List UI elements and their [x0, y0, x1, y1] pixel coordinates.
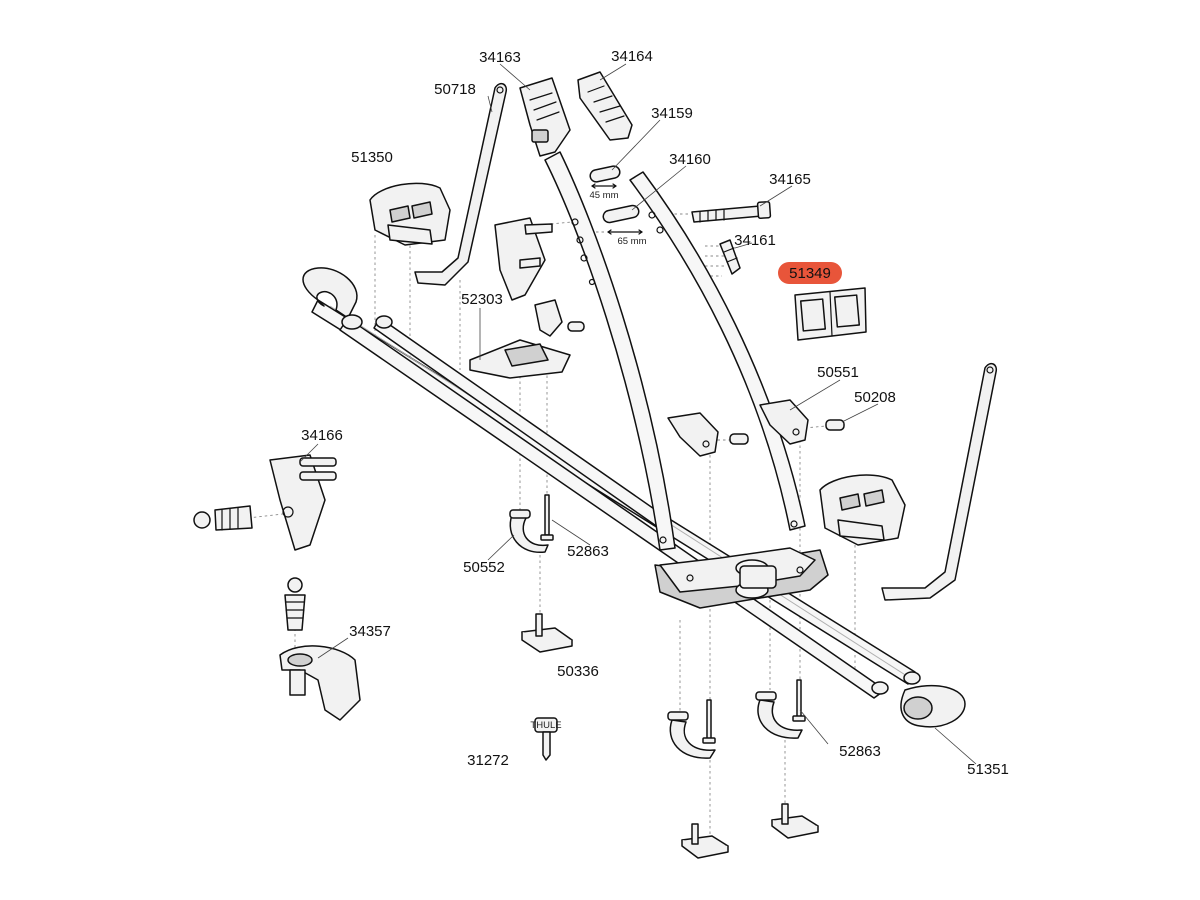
label-51349: 51349 — [789, 265, 831, 282]
label-34165: 34165 — [769, 171, 811, 188]
key-tag-text: THULE — [530, 720, 561, 731]
part-31272-key: THULE — [530, 717, 562, 761]
frame-arms — [544, 151, 806, 551]
part-50718-wheel-strap-right — [881, 362, 998, 601]
label-34161: 34161 — [734, 232, 776, 249]
part-50336-t-nut — [521, 613, 573, 653]
part-clamp-bottom-right — [755, 679, 806, 739]
label-50552: 50552 — [463, 559, 505, 576]
spacer-pins — [589, 165, 643, 235]
part-51349-sticker-sheet — [794, 287, 867, 341]
leader-lines — [299, 63, 977, 765]
label-50336: 50336 — [557, 663, 599, 680]
part-34357-end-bracket — [279, 577, 361, 721]
label-34164: 34164 — [611, 48, 653, 65]
label-50718: 50718 — [434, 81, 476, 98]
label-34166: 34166 — [301, 427, 343, 444]
label-50551: 50551 — [817, 364, 859, 381]
center-base — [654, 547, 829, 609]
part-50551-clamp-front — [759, 399, 809, 445]
label-34357: 34357 — [349, 623, 391, 640]
part-50208-small-pin — [825, 419, 845, 431]
label-52863-right: 52863 — [839, 743, 881, 760]
part-clamp-bottom-left — [667, 699, 716, 759]
part-52863-bolt-left — [540, 494, 554, 541]
label-31272: 31272 — [467, 752, 509, 769]
part-51350-wheel-holder-right — [819, 474, 906, 546]
label-52863-left: 52863 — [567, 543, 609, 560]
part-saddle-clamp — [469, 299, 585, 379]
label-34160: 34160 — [669, 151, 711, 168]
part-50552-clamp-left — [509, 509, 549, 553]
label-34159: 34159 — [651, 105, 693, 122]
label-52303: 52303 — [461, 291, 503, 308]
part-34163-frame-grip — [519, 77, 571, 157]
label-50208: 50208 — [854, 389, 896, 406]
part-t-nut-bottom-left — [681, 823, 729, 859]
dimension-45mm: 45 mm — [589, 190, 618, 201]
part-t-nut-bottom-right — [771, 803, 819, 839]
part-50718-wheel-strap-left — [414, 82, 508, 286]
part-labels: 34163 34164 50718 34159 34160 51350 3416… — [301, 48, 1009, 778]
label-34163: 34163 — [479, 49, 521, 66]
label-51351: 51351 — [967, 761, 1009, 778]
part-52303-arm-bracket — [494, 217, 553, 301]
part-34165-long-bolt — [691, 200, 772, 223]
part-51349-highlight — [778, 262, 842, 284]
part-50551-clamp-mid — [667, 412, 749, 457]
dimension-65mm: 65 mm — [617, 236, 646, 247]
part-34164-grip-pad — [577, 71, 633, 141]
label-51350: 51350 — [351, 149, 393, 166]
part-34166-quick-release — [193, 454, 337, 551]
part-34161-clip — [719, 239, 741, 275]
part-51350-wheel-holder-left — [369, 182, 451, 246]
